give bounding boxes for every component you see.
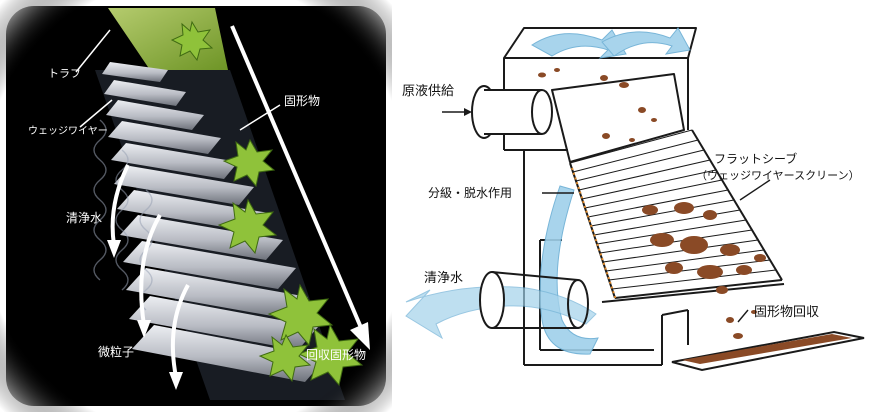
label-wedge-wire: ウェッジワイヤー — [28, 125, 108, 137]
label-flat-sieve-sub: （ウェッジワイヤースクリーン） — [696, 169, 860, 182]
label-solids-recovery: 固形物回収 — [754, 305, 819, 320]
label-raw-liquid-supply: 原液供給 — [402, 84, 454, 99]
feed-arrowhead — [464, 108, 472, 116]
outlet-pipe — [479, 271, 589, 329]
label-clean-water: 清浄水 — [66, 211, 102, 225]
label-trap: トラフ — [48, 67, 81, 80]
machine-housing — [503, 27, 697, 366]
label-fine-particles: 微粒子 — [98, 344, 134, 359]
wedge-wire-illustration: トラフ ウェッジワイヤー 固形物 清浄水 微粒子 回収固形物 — [0, 0, 392, 412]
label-flat-sieve: フラットシーブ — [714, 151, 797, 166]
classification-zone — [571, 167, 617, 301]
right-leaders — [442, 111, 771, 323]
flat-sieve-diagram: 原液供給 分級・脱水作用 フラットシーブ （ウェッジワイヤースクリーン） 清浄水… — [392, 0, 879, 412]
label-recovered-solids: 回収固形物 — [306, 348, 366, 362]
collection-tray — [671, 330, 865, 372]
label-clean-water-right: 清浄水 — [424, 271, 463, 286]
water-flow — [405, 27, 691, 355]
feed-pipe — [471, 85, 553, 139]
solid-particles-brown — [538, 68, 766, 339]
label-classify-dewater: 分級・脱水作用 — [428, 185, 512, 200]
label-solids: 固形物 — [284, 94, 320, 108]
